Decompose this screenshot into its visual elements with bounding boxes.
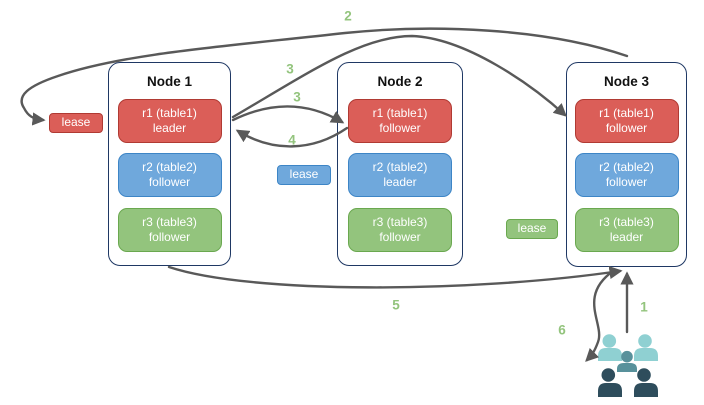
replica-role: leader bbox=[383, 175, 417, 189]
step-label-2: 2 bbox=[344, 8, 352, 24]
replica-role: follower bbox=[148, 230, 191, 244]
user-top-left bbox=[598, 334, 622, 361]
replica-role: follower bbox=[605, 121, 648, 135]
node-1-replica-r2: r2 (table2) follower bbox=[117, 153, 222, 197]
replica-id: r1 (table1) bbox=[142, 106, 197, 120]
step-label-4: 4 bbox=[288, 132, 296, 148]
node-3-replica-r3: r3 (table3) leader bbox=[574, 208, 679, 252]
replica-id: r2 (table2) bbox=[142, 160, 197, 174]
node-3-replica-r2: r2 (table2) follower bbox=[574, 153, 679, 197]
replica-role: leader bbox=[152, 121, 187, 135]
replica-role: follower bbox=[379, 230, 421, 244]
replica-id: r1 (table1) bbox=[599, 106, 654, 120]
replica-role: leader bbox=[609, 230, 644, 244]
replica-id: r3 (table3) bbox=[142, 215, 197, 229]
user-bottom-left bbox=[598, 368, 622, 397]
replica-id: r1 (table1) bbox=[372, 106, 428, 120]
node-1: Node 1 r1 (table1) leader r2 (table2) fo… bbox=[108, 62, 231, 266]
lease-badge-table2: lease bbox=[277, 165, 331, 185]
replica-id: r3 (table3) bbox=[372, 215, 428, 229]
step-label-5: 5 bbox=[392, 297, 400, 313]
node-1-replica-r1: r1 (table1) leader bbox=[117, 99, 222, 143]
user-top-right bbox=[634, 334, 658, 361]
step-label-3b: 3 bbox=[293, 89, 301, 105]
step-label-1: 1 bbox=[640, 299, 648, 315]
node-2-replica-r1: r1 (table1) follower bbox=[348, 99, 452, 143]
node-2: Node 2 r1 (table1) follower r2 (table2) … bbox=[337, 62, 463, 266]
step-label-6: 6 bbox=[558, 322, 566, 338]
user-bottom-right bbox=[634, 368, 658, 397]
node-3-title: Node 3 bbox=[603, 74, 649, 89]
replica-role: follower bbox=[148, 175, 191, 189]
node-2-title: Node 2 bbox=[377, 74, 423, 89]
node-3-replica-r1: r1 (table1) follower bbox=[574, 99, 679, 143]
replica-id: r3 (table3) bbox=[599, 215, 654, 229]
lease-badge-table1: lease bbox=[49, 113, 103, 133]
node-3: Node 3 r1 (table1) follower r2 (table2) … bbox=[566, 62, 687, 267]
user-middle bbox=[617, 350, 637, 372]
replica-role: follower bbox=[379, 121, 421, 135]
replica-role: follower bbox=[605, 175, 648, 189]
users-group-icon bbox=[598, 334, 658, 397]
node-1-replica-r3: r3 (table3) follower bbox=[117, 208, 222, 252]
node-1-title: Node 1 bbox=[146, 74, 192, 89]
arrow-step-3-to-node2 bbox=[231, 105, 345, 124]
replica-id: r2 (table2) bbox=[372, 160, 428, 174]
step-label-3a: 3 bbox=[286, 61, 294, 77]
node-2-replica-r3: r3 (table3) follower bbox=[348, 208, 452, 252]
node-2-replica-r2: r2 (table2) leader bbox=[348, 153, 452, 197]
replica-id: r2 (table2) bbox=[599, 160, 654, 174]
arrow-step-5 bbox=[167, 265, 623, 289]
lease-badge-table3: lease bbox=[506, 219, 558, 239]
